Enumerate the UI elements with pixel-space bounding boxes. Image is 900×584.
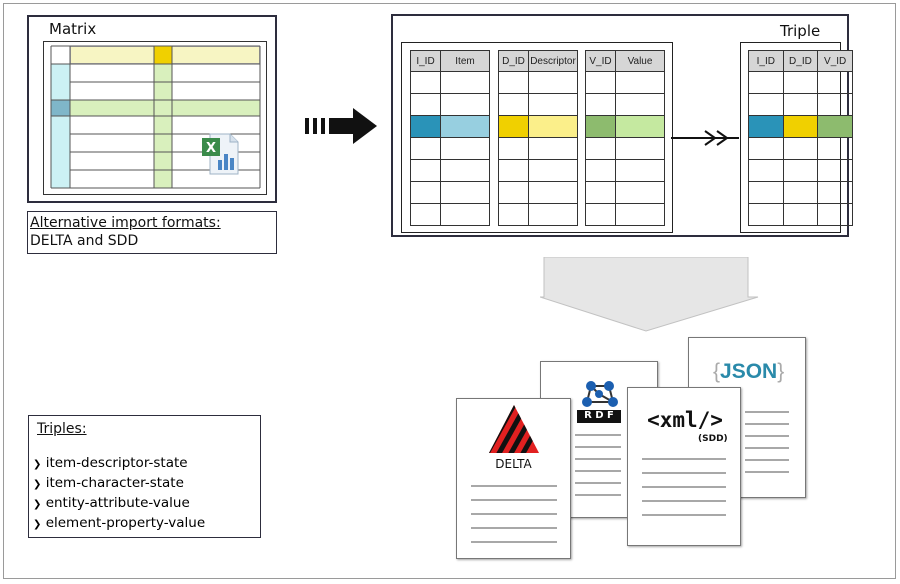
matrix-highlight-row-head: [51, 100, 70, 116]
delta-label: DELTA: [495, 457, 532, 471]
matrix-left-column: [51, 64, 70, 188]
triple-col-vid: V_ID: [817, 50, 853, 72]
matrix-title: Matrix: [49, 20, 97, 38]
values-col-id: V_ID: [585, 50, 616, 72]
xml-sdd-document: <xml/> (SDD): [627, 387, 741, 546]
export-arrow: [540, 257, 759, 332]
triple-col-did: D_ID: [782, 50, 819, 72]
triples-item-label: entity-attribute-value: [45, 495, 190, 511]
items-col-item: Item: [440, 50, 490, 72]
matrix-grid-lines: [50, 45, 261, 189]
triples-list-item: ❯ item-character-state: [33, 474, 205, 494]
excel-file-icon: X: [202, 133, 239, 175]
triples-box: Triples: ❯ item-descriptor-state ❯ item-…: [28, 415, 261, 538]
items-col-id: I_ID: [410, 50, 441, 72]
triples-list-item: ❯ element-property-value: [33, 514, 205, 534]
bullet-arrow-icon: ❯: [33, 519, 42, 530]
triples-item-label: item-descriptor-state: [45, 455, 188, 471]
alternative-import-text: DELTA and SDD: [30, 233, 139, 249]
json-brace-open: {: [713, 360, 721, 383]
json-brace-close: }: [777, 360, 785, 383]
conversion-arrow: [305, 108, 377, 144]
svg-text:X: X: [206, 141, 216, 156]
alternative-import-heading: Alternative import formats:: [30, 215, 221, 231]
triples-list: ❯ item-descriptor-state ❯ item-character…: [33, 454, 205, 534]
sdd-label: (SDD): [698, 434, 728, 444]
matrix-highlight-column: [154, 64, 172, 188]
triple-col-iid: I_ID: [748, 50, 784, 72]
rdf-label: R D F: [584, 410, 614, 421]
bullet-arrow-icon: ❯: [33, 479, 42, 490]
delta-document: DELTA: [456, 398, 571, 559]
descriptors-col-id: D_ID: [498, 50, 529, 72]
alternative-import-box: Alternative import formats: DELTA and SD…: [27, 211, 277, 254]
descriptors-col-descriptor: Descriptor: [528, 50, 578, 72]
diagram-frame: [3, 3, 896, 579]
triple-title: Triple: [780, 22, 821, 40]
xml-label: <xml/>: [647, 408, 723, 432]
triples-heading: Triples:: [37, 421, 87, 437]
values-col-value: Value: [615, 50, 665, 72]
json-label: JSON: [720, 360, 778, 383]
json-logo: {JSON}: [713, 360, 784, 384]
matrix-panel: Matrix: [27, 15, 277, 203]
delta-logo-icon: [489, 405, 539, 453]
double-arrow: [671, 130, 739, 146]
triples-list-item: ❯ item-descriptor-state: [33, 454, 205, 474]
triples-list-item: ❯ entity-attribute-value: [33, 494, 205, 514]
bullet-arrow-icon: ❯: [33, 499, 42, 510]
triples-item-label: item-character-state: [45, 475, 184, 491]
triples-item-label: element-property-value: [45, 515, 206, 531]
matrix-highlight-row: [70, 100, 260, 116]
rdf-logo-icon: [577, 381, 621, 423]
matrix-grid: X: [43, 41, 267, 195]
bullet-arrow-icon: ❯: [33, 459, 42, 470]
matrix-header-cell-highlight: [154, 46, 172, 64]
